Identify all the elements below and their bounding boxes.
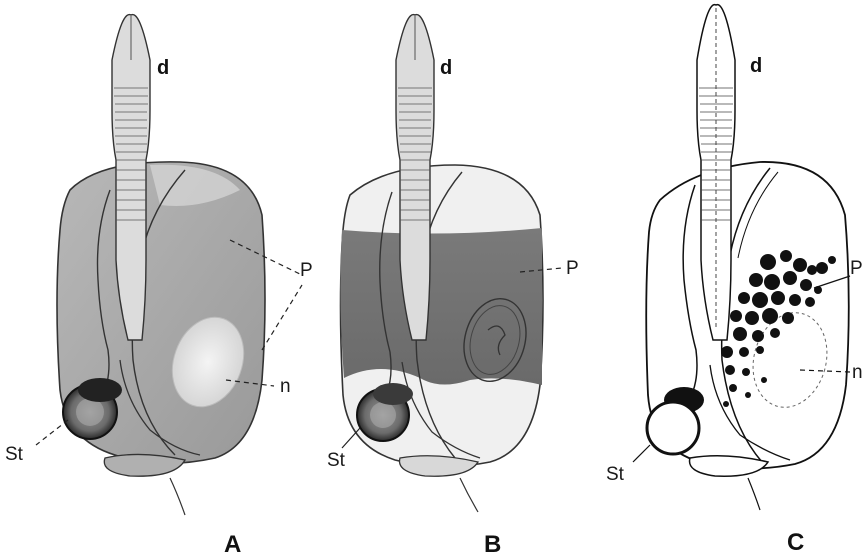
label-st: St [327,450,346,471]
label-d: d [157,57,169,79]
panel-letter: C [787,529,804,556]
label-d: d [440,57,452,79]
label-p: P [566,258,579,279]
panel-letter: A [224,531,241,558]
label-st: St [606,464,625,485]
dark-mass [373,383,413,405]
panel-b: d P St B [327,15,579,558]
label-p: P [850,258,863,279]
label-n: n [852,362,863,383]
panel-letter: B [484,531,501,558]
label-n: n [280,376,291,397]
foot [690,456,768,476]
foot [104,454,185,476]
panel-a: d P n St A [5,15,313,558]
statocyst [647,402,699,454]
panel-c: d P n St C [606,5,863,556]
label-d: d [750,55,762,77]
dark-mass [78,378,122,402]
label-st: St [5,444,24,465]
label-p: P [300,260,313,281]
